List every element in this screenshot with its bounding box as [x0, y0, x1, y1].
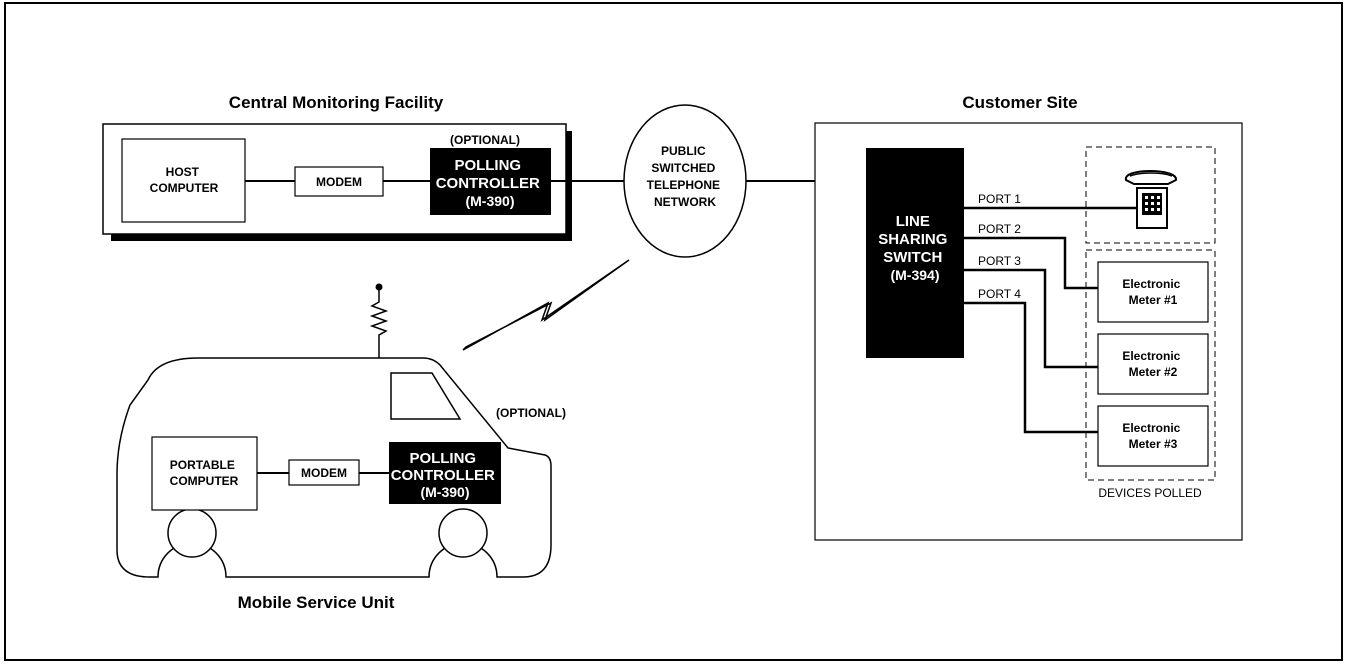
central-modem-box — [294, 166, 384, 197]
electronic-meter-2-box — [1097, 333, 1209, 395]
mobile-optional-label: (OPTIONAL) — [496, 406, 566, 420]
central-optional-label: (OPTIONAL) — [450, 133, 520, 147]
wireless-lightning-icon — [462, 259, 630, 351]
port-2-line — [964, 236, 1098, 290]
mobile-modem-label: MODEM — [301, 466, 347, 480]
port-1-label: PORT 1 — [978, 192, 1021, 206]
central-modem-label: MODEM — [316, 175, 362, 189]
mobile-service-unit-title: Mobile Service Unit — [238, 593, 395, 612]
port-3-label: PORT 3 — [978, 254, 1021, 268]
van-window — [390, 372, 462, 420]
telephone-dashed-box — [1085, 146, 1216, 244]
port-2-label: PORT 2 — [978, 222, 1021, 236]
devices-polled-label: DEVICES POLLED — [1098, 486, 1202, 500]
mobile-polling-controller-label: POLLING CONTROLLER (M-390) — [391, 450, 500, 500]
mobile-polling-controller — [389, 442, 501, 504]
devices-polled-dashed-box — [1085, 249, 1216, 481]
customer-site-title: Customer Site — [962, 93, 1077, 112]
port-3-line — [964, 268, 1098, 369]
central-polling-controller-label: POLLING CONTROLLER (M-390) — [436, 157, 545, 209]
electronic-meter-3-box — [1097, 405, 1209, 467]
van-rear-wheel — [167, 508, 217, 558]
host-computer-box — [121, 138, 246, 223]
host-computer-label: HOST COMPUTER — [150, 165, 219, 195]
central-polling-controller — [430, 148, 551, 215]
electronic-meter-1-box — [1097, 261, 1209, 323]
telephone-network-label: PUBLIC SWITCHED TELEPHONE NETWORK — [647, 144, 724, 209]
telephone-icon — [1125, 170, 1177, 229]
port-4-line — [964, 301, 1098, 434]
mobile-modem-box — [288, 459, 360, 486]
electronic-meter-1-label: Electronic Meter #1 — [1122, 277, 1183, 307]
central-facility-title: Central Monitoring Facility — [229, 93, 444, 112]
line-sharing-switch — [866, 148, 964, 358]
line-sharing-switch-label: LINE SHARING SWITCH (M-394) — [878, 213, 952, 283]
outer-frame — [4, 2, 1343, 661]
van-antenna-icon — [369, 283, 389, 358]
port-4-label: PORT 4 — [978, 287, 1021, 301]
portable-computer-label: PORTABLE COMPUTER — [170, 458, 239, 488]
electronic-meter-3-label: Electronic Meter #3 — [1122, 421, 1183, 451]
van-front-wheel — [438, 508, 488, 558]
electronic-meter-2-label: Electronic Meter #2 — [1122, 349, 1183, 379]
